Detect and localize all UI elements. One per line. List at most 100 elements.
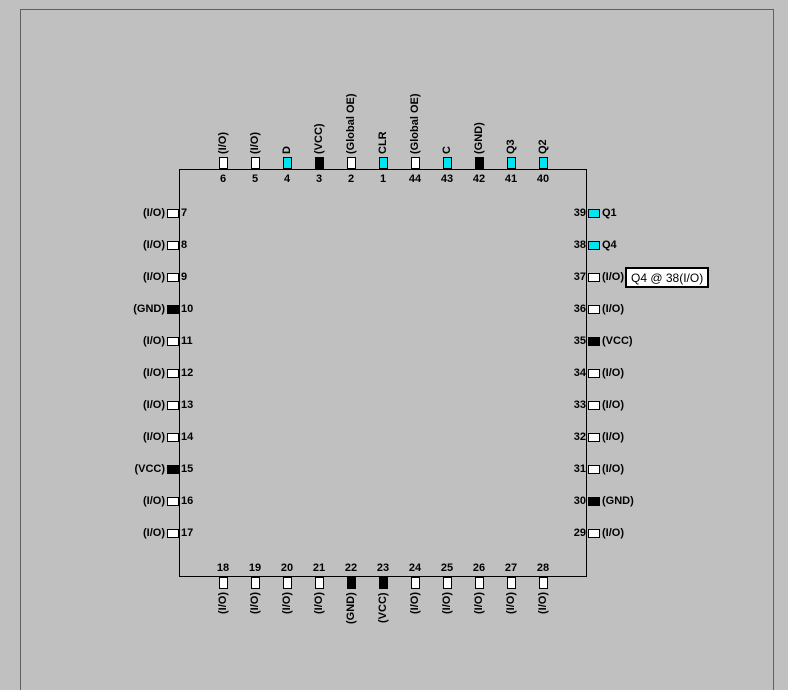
pin-21-label: (I/O): [313, 592, 325, 614]
pin-10-box[interactable]: [167, 304, 179, 314]
pin-4-number: 4: [283, 173, 291, 185]
pin-18-box[interactable]: [218, 577, 228, 589]
pin-22-label: (GND): [345, 592, 357, 624]
pin-16-label: (I/O): [143, 495, 165, 507]
pin-33-box[interactable]: [588, 400, 600, 410]
pin-7-box[interactable]: [167, 208, 179, 218]
pin-44-number: 44: [408, 173, 422, 185]
pin-28-label: (I/O): [537, 592, 549, 614]
pin-32-number: 32: [573, 431, 586, 443]
pin-1-label: CLR: [377, 131, 389, 154]
pin-14-number: 14: [181, 431, 194, 443]
pin-29-label: (I/O): [602, 527, 624, 539]
pin-28-number: 28: [536, 562, 550, 574]
pin-37-box[interactable]: [588, 272, 600, 282]
pin-7-label: (I/O): [143, 207, 165, 219]
pin-2-label: (Global OE): [345, 93, 357, 155]
pin-3-number: 3: [315, 173, 323, 185]
pin-23-box[interactable]: [378, 577, 388, 589]
pin-2-box[interactable]: [346, 157, 356, 169]
pin-31-number: 31: [573, 463, 586, 475]
pin-20-box[interactable]: [282, 577, 292, 589]
pin-24-box[interactable]: [410, 577, 420, 589]
pin-21-box[interactable]: [314, 577, 324, 589]
pin-tooltip: Q4 @ 38(I/O): [625, 267, 710, 288]
pin-25-box[interactable]: [442, 577, 452, 589]
pin-31-box[interactable]: [588, 464, 600, 474]
pin-12-box[interactable]: [167, 368, 179, 378]
pin-41-box[interactable]: [506, 157, 516, 169]
pin-24-label: (I/O): [409, 592, 421, 614]
pin-9-box[interactable]: [167, 272, 179, 282]
pin-28-box[interactable]: [538, 577, 548, 589]
pin-19-number: 19: [248, 562, 262, 574]
pin-23-label: (VCC): [377, 592, 389, 623]
pin-32-label: (I/O): [602, 431, 624, 443]
pin-26-box[interactable]: [474, 577, 484, 589]
pin-26-label: (I/O): [473, 592, 485, 614]
pin-35-number: 35: [573, 335, 586, 347]
pin-34-box[interactable]: [588, 368, 600, 378]
pin-43-box[interactable]: [442, 157, 452, 169]
pin-39-label: Q1: [602, 207, 617, 219]
pin-11-box[interactable]: [167, 336, 179, 346]
pin-14-box[interactable]: [167, 432, 179, 442]
pin-39-box[interactable]: [588, 208, 600, 218]
pin-15-box[interactable]: [167, 464, 179, 474]
pin-36-box[interactable]: [588, 304, 600, 314]
pin-30-box[interactable]: [588, 496, 600, 506]
pin-17-number: 17: [181, 527, 194, 539]
pin-37-label: (I/O): [602, 271, 624, 283]
pin-8-number: 8: [181, 239, 188, 251]
pin-1-box[interactable]: [378, 157, 388, 169]
pin-8-box[interactable]: [167, 240, 179, 250]
pin-35-label: (VCC): [602, 335, 633, 347]
pin-10-label: (GND): [133, 303, 165, 315]
pin-42-box[interactable]: [474, 157, 484, 169]
pin-3-label: (VCC): [313, 123, 325, 154]
pin-44-box[interactable]: [410, 157, 420, 169]
pin-26-number: 26: [472, 562, 486, 574]
pin-35-box[interactable]: [588, 336, 600, 346]
pin-12-number: 12: [181, 367, 194, 379]
pin-7-number: 7: [181, 207, 188, 219]
pin-3-box[interactable]: [314, 157, 324, 169]
pin-12-label: (I/O): [143, 367, 165, 379]
pin-6-box[interactable]: [218, 157, 228, 169]
pin-15-label: (VCC): [134, 463, 165, 475]
pin-18-label: (I/O): [217, 592, 229, 614]
pin-34-label: (I/O): [602, 367, 624, 379]
pin-40-box[interactable]: [538, 157, 548, 169]
pin-27-number: 27: [504, 562, 518, 574]
pin-34-number: 34: [573, 367, 586, 379]
pin-5-box[interactable]: [250, 157, 260, 169]
pin-15-number: 15: [181, 463, 194, 475]
pin-22-box[interactable]: [346, 577, 356, 589]
pin-17-label: (I/O): [143, 527, 165, 539]
pin-14-label: (I/O): [143, 431, 165, 443]
pin-11-number: 11: [181, 335, 193, 347]
pin-29-box[interactable]: [588, 528, 600, 538]
pin-9-label: (I/O): [143, 271, 165, 283]
pin-38-box[interactable]: [588, 240, 600, 250]
pin-42-number: 42: [472, 173, 486, 185]
pin-13-label: (I/O): [143, 399, 165, 411]
pin-30-label: (GND): [602, 495, 634, 507]
pin-2-number: 2: [347, 173, 355, 185]
pin-40-number: 40: [536, 173, 550, 185]
pin-4-box[interactable]: [282, 157, 292, 169]
pin-32-box[interactable]: [588, 432, 600, 442]
pin-5-label: (I/O): [249, 132, 261, 154]
pin-20-number: 20: [280, 562, 294, 574]
pin-16-box[interactable]: [167, 496, 179, 506]
pin-43-label: C: [441, 146, 453, 154]
pin-23-number: 23: [376, 562, 390, 574]
pin-27-box[interactable]: [506, 577, 516, 589]
pin-39-number: 39: [573, 207, 586, 219]
pin-1-number: 1: [379, 173, 387, 185]
pin-19-box[interactable]: [250, 577, 260, 589]
pin-17-box[interactable]: [167, 528, 179, 538]
pin-36-number: 36: [573, 303, 586, 315]
pin-13-box[interactable]: [167, 400, 179, 410]
